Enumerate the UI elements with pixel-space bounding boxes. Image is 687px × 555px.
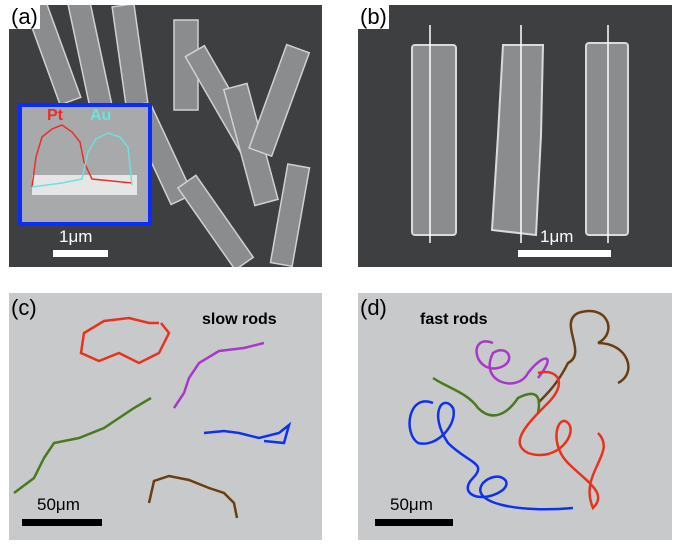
trajectory-green (432, 376, 541, 417)
panel-label-b: (b) (358, 4, 389, 29)
trajectory-purple (172, 341, 265, 409)
panel-label-a: (a) (9, 4, 40, 29)
panel-b-sem-image: 1μm (358, 5, 672, 267)
scale-bar-label: 50μm (390, 495, 433, 514)
panel-a-sem-image: Pt Au 1μm (9, 5, 322, 267)
scale-bar-label: 1μm (540, 227, 574, 246)
fast-rod-trajectories (408, 309, 630, 511)
eds-line-scan (31, 124, 137, 195)
panel-d-trajectories: fast rods 50μm (358, 293, 672, 540)
scale-bar (22, 519, 102, 526)
trajectory-brown (537, 309, 630, 404)
scale-bar (53, 250, 108, 257)
scale-bar-label: 50μm (37, 495, 80, 514)
panel-title: slow rods (202, 311, 277, 328)
trajectory-green (13, 396, 152, 494)
au-label: Au (90, 107, 112, 124)
panel-title: fast rods (420, 311, 488, 328)
scale-bar (518, 250, 611, 257)
trajectory-blue (408, 400, 574, 511)
single-rods-image (411, 25, 629, 243)
eds-inset: Pt Au (18, 103, 152, 226)
panel-c-trajectories: slow rods 50μm (9, 293, 322, 540)
scale-bar (375, 519, 453, 526)
pt-label: Pt (47, 107, 63, 124)
trajectory-purple (475, 340, 549, 385)
panel-label-d: (d) (360, 295, 387, 320)
scale-bar-label: 1μm (59, 227, 93, 246)
trajectory-red (79, 316, 171, 365)
trajectory-blue (203, 421, 292, 445)
trajectory-red (518, 370, 605, 511)
panel-label-c: (c) (11, 295, 37, 320)
trajectory-brown (147, 474, 239, 519)
slow-rod-trajectories (13, 316, 292, 519)
